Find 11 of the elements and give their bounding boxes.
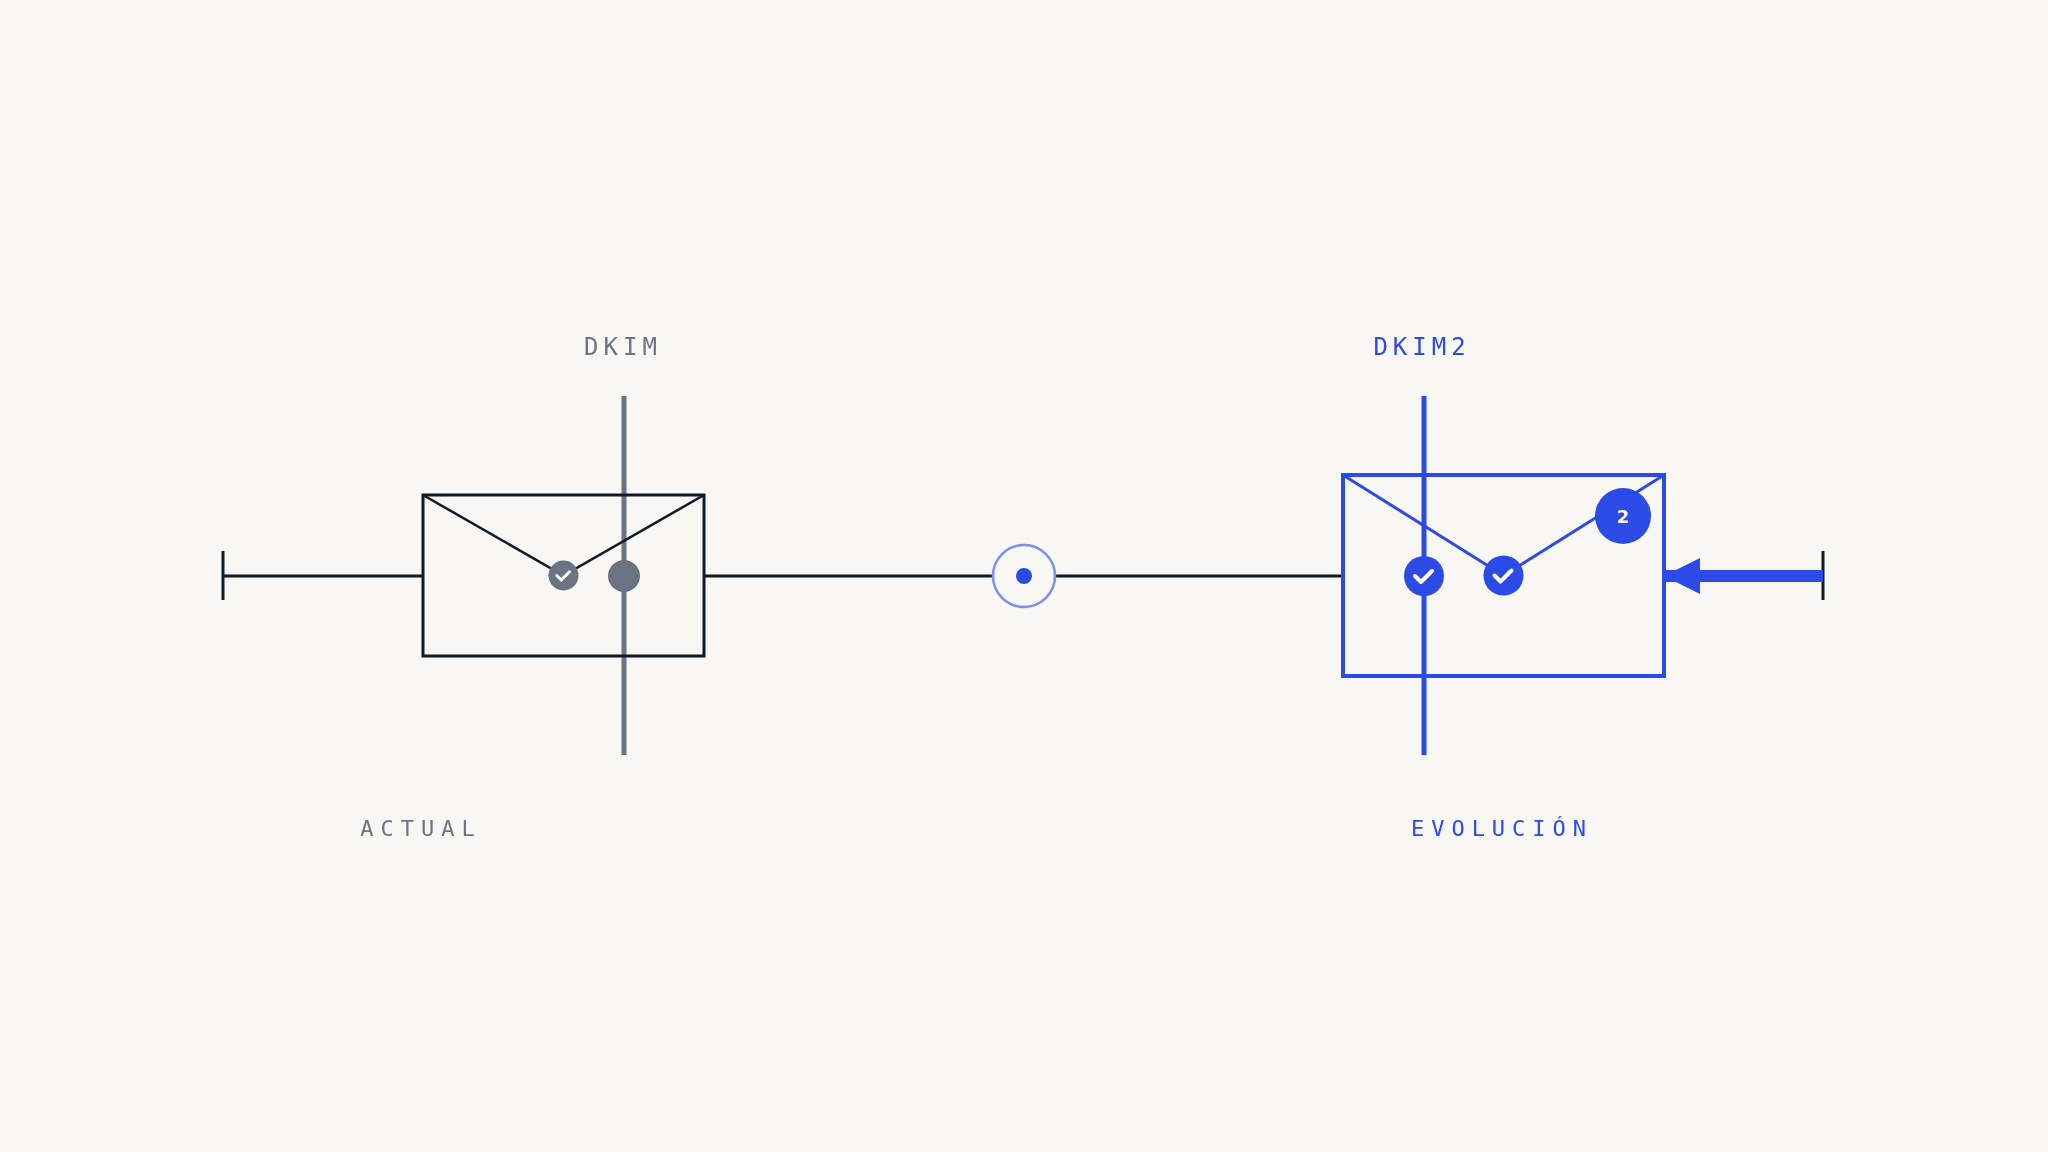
signature-label: DKIM2 bbox=[1373, 333, 1471, 361]
envelope-drawing bbox=[423, 495, 704, 656]
arrow bbox=[1664, 558, 1823, 594]
target-circle bbox=[992, 544, 1056, 608]
caption-label: EVOLUCIÓN bbox=[1410, 815, 1594, 841]
connector-line bbox=[704, 574, 992, 578]
number-badge: 2 bbox=[1595, 488, 1651, 544]
connector-line bbox=[1056, 574, 1343, 578]
caption-label: ACTUAL bbox=[360, 815, 482, 841]
signature-label: DKIM bbox=[584, 333, 662, 361]
connector-line bbox=[223, 574, 423, 578]
